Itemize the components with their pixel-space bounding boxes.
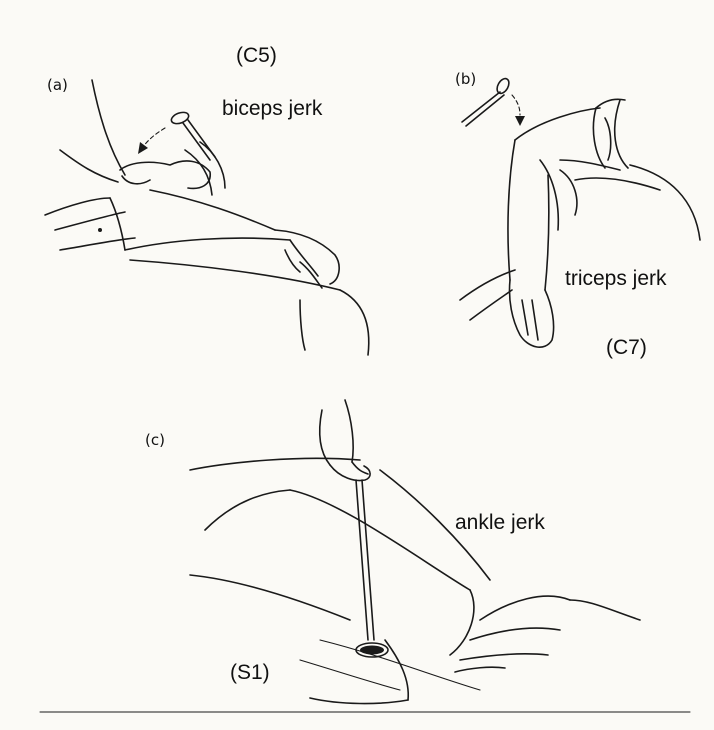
panel-a-nerve-root: (C5): [236, 44, 277, 67]
triceps-jerk-drawing: [459, 77, 701, 348]
ankle-jerk-drawing: [39, 399, 691, 713]
panel-b-label: (b): [455, 70, 477, 88]
panel-c-reflex-name: ankle jerk: [455, 511, 545, 534]
panel-c-label: (c): [145, 431, 165, 449]
panel-b-nerve-root: (C7): [606, 336, 647, 359]
biceps-jerk-drawing: [44, 79, 370, 356]
panel-b-reflex-name: triceps jerk: [565, 267, 667, 290]
panel-a-reflex-name: biceps jerk: [222, 97, 323, 120]
panel-c-nerve-root: (S1): [230, 661, 270, 684]
panel-a-label: (a): [47, 76, 68, 94]
